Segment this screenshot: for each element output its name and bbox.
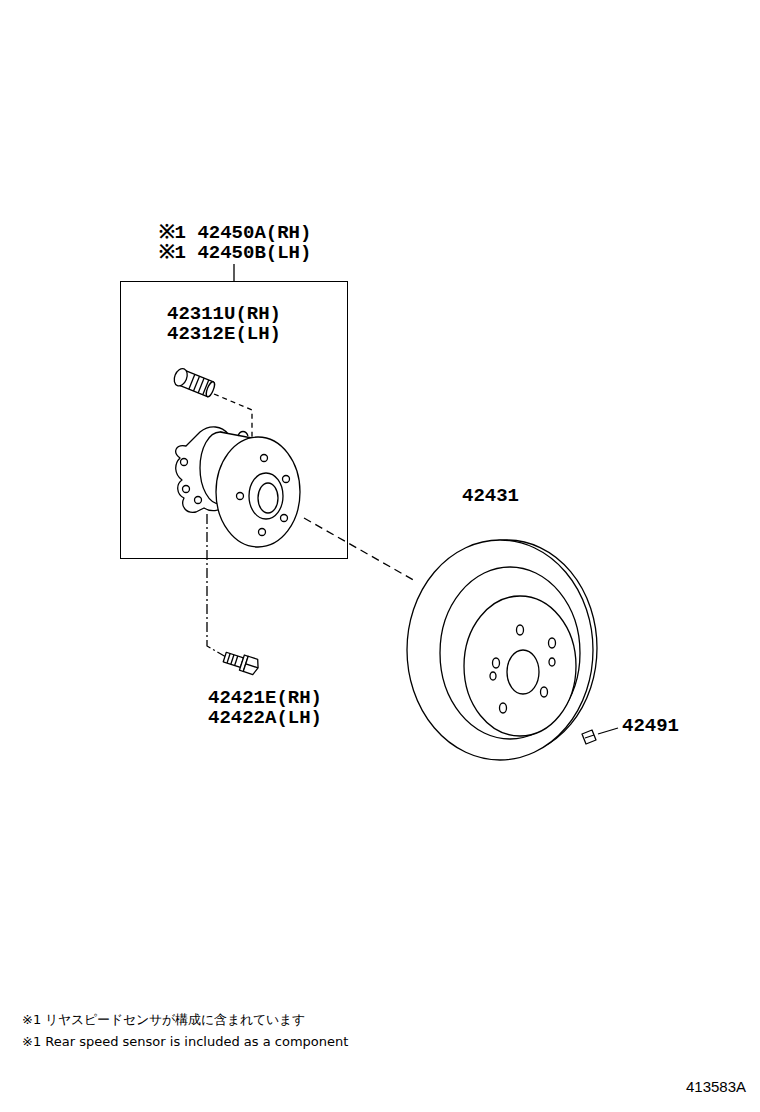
- assembly-line: [207, 514, 226, 657]
- part-number: 42431: [462, 486, 519, 506]
- leader-line: [233, 264, 234, 281]
- part-number: 42421E(RH) 42422A(LH): [208, 688, 340, 728]
- footnote: ※1 Rear speed sensor is included as a co…: [22, 1034, 348, 1050]
- leader-line: [598, 728, 618, 734]
- set-screw: [582, 730, 596, 744]
- part-number: 42491: [622, 716, 679, 736]
- assembly-part-number: ※1 42450A(RH) ※1 42450B(LH): [147, 223, 323, 263]
- part-number: 42311U(RH) 42312E(LH): [167, 304, 299, 344]
- hub-bearing: [176, 427, 300, 547]
- assembly-box: ※1 42450A(RH) ※1 42450B(LH)42311U(RH) 42…: [120, 281, 348, 559]
- footnote: ※1 リヤスピードセンサが構成に含まれています: [22, 1012, 305, 1028]
- hub-bolt: [222, 649, 260, 675]
- brake-disc: [407, 540, 597, 760]
- assembly-line: [304, 518, 417, 582]
- hub-stud: [172, 367, 217, 399]
- illustration-code: 413583A: [686, 1078, 746, 1096]
